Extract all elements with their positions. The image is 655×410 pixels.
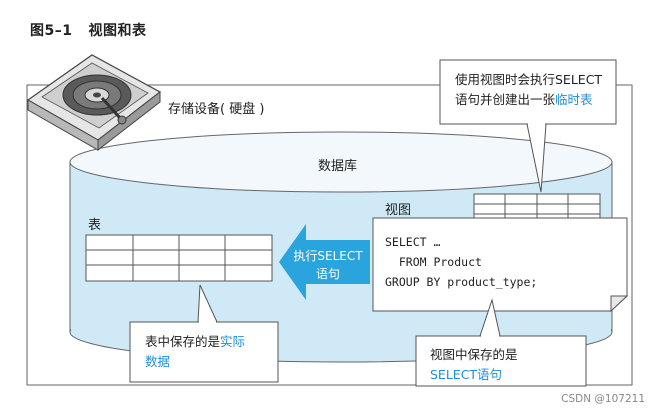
callout-highlight: 临时表 [555,92,593,107]
callout-text: 表中保存的是 [145,334,221,349]
figure-caption: 视图和表 [88,23,147,39]
callout-line: SELECT语句 [430,365,518,385]
sql-line: FROM Product [385,255,482,269]
view-label: 视图 [385,203,412,218]
table-label: 表 [88,218,102,233]
database-label: 数据库 [318,159,358,174]
callout-view-stores [415,298,587,387]
callout-view-stores-text: 视图中保存的是 SELECT语句 [430,345,518,385]
callout-view-exec-text: 使用视图时会执行SELECT 语句并创建出一张临时表 [455,70,602,110]
database-cylinder [69,131,613,363]
callout-view-exec [439,59,617,193]
callout-highlight: 数据 [145,354,171,369]
storage-label: 存储设备( 硬盘 ) [168,102,265,117]
hard-disk-icon [26,54,162,152]
watermark: CSDN @107211 [561,393,645,405]
arrow-label-line1: 执行SELECT [293,249,363,263]
table-grid [85,234,273,282]
callout-line: 数据 [145,352,245,372]
callout-line: 表中保存的是实际 [145,332,245,352]
arrow-label: 执行SELECT 语句 [289,247,367,283]
figure-number: 图5–1 [30,23,73,39]
execute-select-arrow [279,224,370,300]
sql-line: GROUP BY product_type; [385,275,538,289]
callout-table-stores-text: 表中保存的是实际 数据 [145,332,245,372]
view-document [372,217,629,313]
figure-title: 图5–1 视图和表 [30,20,146,40]
sql-line: SELECT … [385,235,441,249]
callout-highlight: 实际 [220,334,246,349]
callout-table-stores [129,284,279,383]
callout-line: 视图中保存的是 [430,347,518,362]
callout-line: 使用视图时会执行SELECT [455,72,603,87]
arrow-label-line2: 语句 [315,267,340,281]
callout-highlight: SELECT语句 [430,367,503,382]
callout-line: 语句并创建出一张临时表 [455,90,602,110]
callout-text: 语句并创建出一张 [455,92,556,107]
